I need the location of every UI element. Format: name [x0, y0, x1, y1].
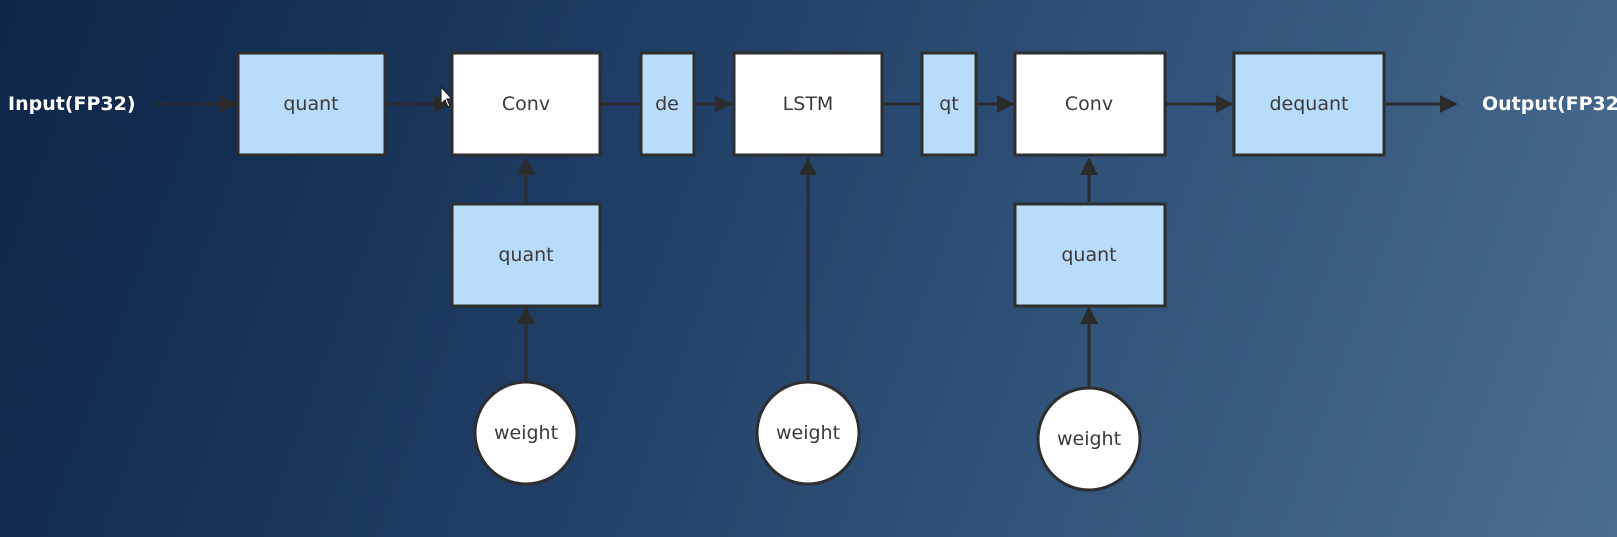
node-conv-2-label: Conv: [1065, 93, 1113, 115]
node-de-label: de: [655, 93, 679, 115]
node-weight-2: weight: [755, 380, 861, 486]
node-quant-weight-2-label: quant: [1061, 244, 1116, 266]
node-conv-1: Conv: [450, 51, 602, 157]
node-weight-1: weight: [473, 380, 579, 486]
node-quant-input: quant: [236, 51, 387, 157]
node-conv-2: Conv: [1013, 51, 1167, 157]
edges: [155, 95, 1458, 388]
node-weight-3-label: weight: [1057, 428, 1121, 450]
node-quant-input-label: quant: [283, 93, 338, 115]
node-qt-label: qt: [939, 93, 959, 115]
output-label: Output(FP32): [1482, 93, 1617, 115]
node-quant-weight-1: quant: [450, 202, 602, 308]
mouse-cursor-icon: [440, 85, 454, 108]
node-weight-2-label: weight: [776, 422, 840, 444]
node-de: de: [639, 51, 696, 157]
node-weight-1-label: weight: [494, 422, 558, 444]
node-lstm-label: LSTM: [783, 93, 834, 115]
node-dequant: dequant: [1232, 51, 1386, 157]
node-lstm: LSTM: [732, 51, 884, 157]
node-conv-1-label: Conv: [502, 93, 550, 115]
input-label: Input(FP32): [8, 93, 136, 115]
node-quant-weight-1-label: quant: [498, 244, 553, 266]
node-dequant-label: dequant: [1270, 93, 1349, 115]
node-quant-weight-2: quant: [1013, 202, 1167, 308]
node-qt: qt: [920, 51, 978, 157]
node-weight-3: weight: [1036, 386, 1142, 492]
